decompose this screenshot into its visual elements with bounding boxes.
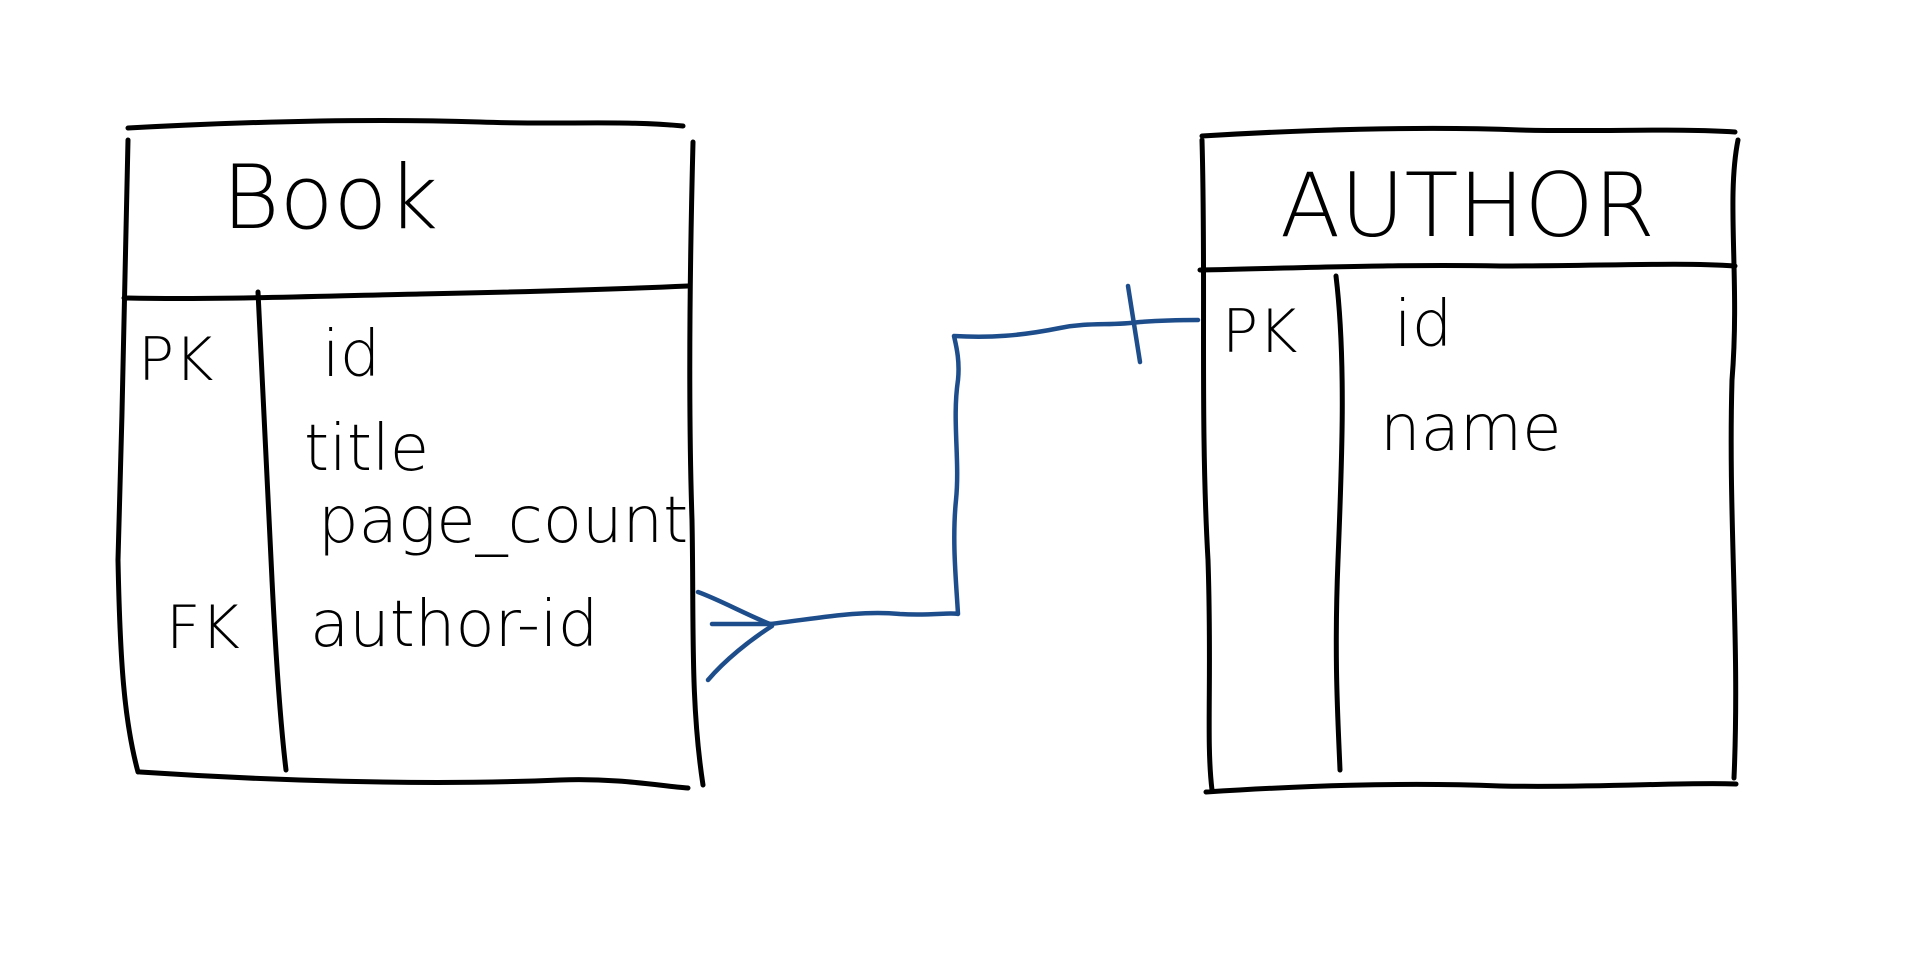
book-row-1-key: PK xyxy=(138,325,214,395)
book-row-1-field: id xyxy=(322,318,380,392)
book-row-3-field: page_count xyxy=(318,484,688,558)
book-row-2-field: title xyxy=(304,412,429,486)
author-row-1-key: PK xyxy=(1222,297,1298,367)
relationship-line xyxy=(709,317,1201,627)
book-row-4-key: FK xyxy=(166,593,240,663)
author-box-outline xyxy=(1199,125,1741,795)
author-row-2-field: name xyxy=(1380,392,1562,466)
relationship-book-author xyxy=(695,283,1201,683)
one-cardinality-tick-icon xyxy=(1125,283,1143,365)
author-title: AUTHOR xyxy=(1280,154,1655,257)
book-title: Book xyxy=(222,146,438,249)
crows-foot-many-icon xyxy=(695,589,775,683)
book-header-divider xyxy=(121,283,691,302)
book-box-outline xyxy=(115,117,706,791)
author-header-divider xyxy=(1197,261,1738,273)
entity-author: AUTHOR PK id name xyxy=(1197,125,1741,795)
entity-book: Book PK id title page_count FK author-id xyxy=(115,117,706,791)
author-row-1-field: id xyxy=(1394,288,1452,362)
book-column-divider xyxy=(255,289,289,773)
author-column-divider xyxy=(1333,273,1345,773)
book-row-4-field: author-id xyxy=(310,588,598,662)
